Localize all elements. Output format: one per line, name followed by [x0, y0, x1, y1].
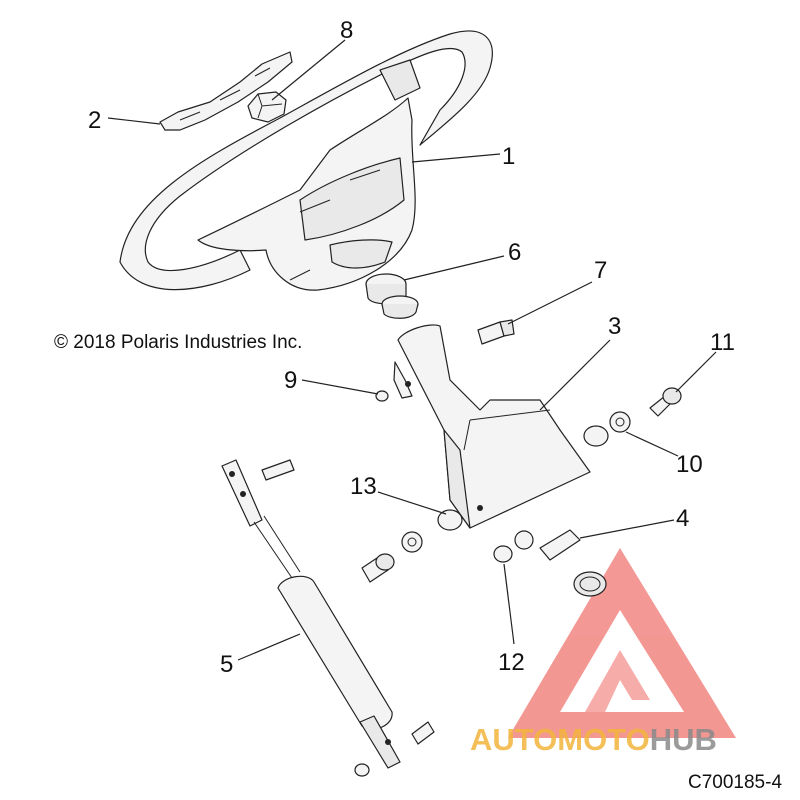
- callout-9: 9: [284, 367, 297, 394]
- steering-nut: [247, 91, 287, 123]
- lower-bolt: [361, 531, 423, 583]
- callout-10: 10: [676, 451, 703, 478]
- figure-code: C700185-4: [688, 772, 782, 793]
- callout-1: 1: [502, 143, 515, 170]
- bushing-13: [437, 509, 463, 531]
- copyright-text: © 2018 Polaris Industries Inc.: [54, 332, 302, 353]
- watermark-brand-first: AUTOMOTO: [470, 722, 650, 757]
- steering-bushing: [365, 273, 419, 319]
- bushing-4: [539, 529, 607, 597]
- callout-2: 2: [88, 107, 101, 134]
- callout-7: 7: [594, 257, 607, 284]
- callout-11: 11: [710, 329, 735, 356]
- callout-6: 6: [508, 239, 521, 266]
- watermark-brand-second: HUB: [650, 722, 717, 757]
- callout-4: 4: [676, 505, 689, 532]
- trim-plate: [159, 51, 293, 131]
- callout-5: 5: [220, 651, 233, 678]
- column-bracket: [393, 324, 591, 529]
- watermark-logo: [508, 548, 736, 738]
- callout-13: 13: [350, 473, 377, 500]
- callout-labels: 1 2 3 4 5 6 7 8 9 10 11 12 13: [88, 17, 735, 678]
- steering-wheel: [119, 30, 493, 291]
- nut-9: [375, 390, 389, 402]
- washer-10: [583, 411, 631, 447]
- nuts-12: [493, 530, 534, 563]
- callout-12: 12: [498, 649, 525, 676]
- bolt-7: [477, 319, 515, 345]
- callout-8: 8: [340, 17, 353, 44]
- callout-3: 3: [608, 313, 621, 340]
- watermark-text: AUTOMOTOHUB: [470, 722, 717, 757]
- leader-lines: [107, 39, 717, 661]
- gas-strut: [221, 459, 435, 777]
